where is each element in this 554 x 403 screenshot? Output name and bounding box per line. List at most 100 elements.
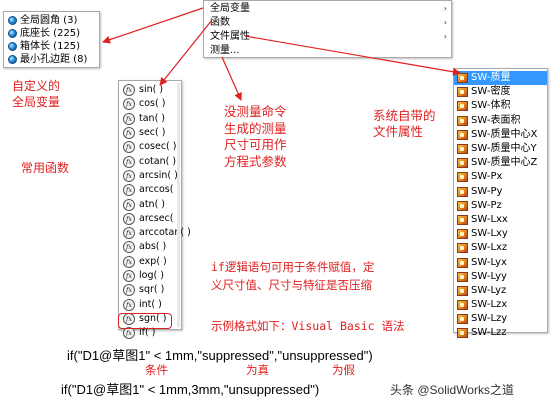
file-property-icon <box>457 328 468 339</box>
file-property-item[interactable]: SW-Lzy <box>454 312 547 326</box>
file-property-icon <box>457 73 468 84</box>
function-icon: fx <box>123 84 135 97</box>
file-property-icon <box>457 214 468 225</box>
function-icon: fx <box>123 98 135 111</box>
file-property-item[interactable]: SW-Lzz <box>454 326 547 340</box>
function-item[interactable]: fx sqr( ) <box>119 283 181 297</box>
file-property-icon <box>457 229 468 240</box>
function-icon: fx <box>123 184 135 197</box>
function-icon: fx <box>123 227 135 240</box>
file-property-icon <box>457 285 468 296</box>
common-functions-note: 常用函数 <box>21 161 70 175</box>
global-var-item[interactable]: 箱体长 (125) <box>8 40 99 53</box>
context-menu-item[interactable]: 全局变量 › <box>204 2 451 16</box>
function-item[interactable]: fx abs( ) <box>119 240 181 254</box>
context-menu-label: 测量... <box>210 45 240 56</box>
file-property-label: SW-Lyz <box>471 284 507 296</box>
global-var-label: 箱体长 (125) <box>20 41 81 52</box>
context-menu-item[interactable]: 文件属性› <box>204 30 451 44</box>
function-item[interactable]: fx cos( ) <box>119 97 181 111</box>
function-label: cos( ) <box>139 98 166 110</box>
file-property-item[interactable]: SW-Pz <box>454 199 547 213</box>
file-property-label: SW-Lzy <box>471 313 508 325</box>
global-var-icon <box>8 29 17 38</box>
function-label: arccotan( ) <box>139 227 191 239</box>
function-icon: fx <box>123 127 135 140</box>
function-item[interactable]: fx arccotan( ) <box>119 226 191 240</box>
file-property-item[interactable]: SW-Lxy <box>454 227 547 241</box>
file-property-item[interactable]: SW-Lyz <box>454 284 547 298</box>
function-item[interactable]: fx sec( ) <box>119 126 181 140</box>
file-property-icon <box>457 186 468 197</box>
file-property-item[interactable]: SW-质量中心Z <box>454 156 547 170</box>
file-property-item[interactable]: SW-质量中心X <box>454 128 547 142</box>
function-label: sqr( ) <box>139 284 165 296</box>
function-icon: fx <box>123 255 135 268</box>
file-property-label: SW-Px <box>471 171 503 183</box>
file-property-icon <box>457 129 468 140</box>
context-menu-list: 全局变量 › 函数›文件属性›测量... <box>204 2 451 58</box>
function-label: cotan( ) <box>139 155 177 167</box>
file-property-icon <box>457 158 468 169</box>
file-property-label: SW-Lzz <box>471 327 507 339</box>
file-property-label: SW-Lyx <box>471 256 507 268</box>
system-props-line2: 文件属性 <box>373 124 424 139</box>
file-property-item[interactable]: SW-表面积 <box>454 114 547 128</box>
function-icon: fx <box>123 141 135 154</box>
arrow-measure <box>221 56 242 101</box>
function-label: arcsec( ) <box>139 212 181 224</box>
file-property-item[interactable]: SW-Lxx <box>454 213 547 227</box>
file-property-item[interactable]: SW-Py <box>454 185 547 199</box>
function-icon: fx <box>123 112 135 125</box>
context-menu-label: 全局变量 <box>210 3 250 14</box>
file-property-item[interactable]: SW-质量中心Y <box>454 142 547 156</box>
file-property-item[interactable]: SW-Lxz <box>454 241 547 255</box>
global-var-item[interactable]: 全局圆角 (3) <box>8 14 99 27</box>
system-props-line1: 系统自带的 <box>373 108 436 123</box>
function-item[interactable]: fx tan( ) <box>119 112 181 126</box>
file-property-icon <box>457 172 468 183</box>
file-property-item[interactable]: SW-Lzx <box>454 298 547 312</box>
file-property-item[interactable]: SW-Lyy <box>454 270 547 284</box>
file-property-item[interactable]: SW-质量 <box>454 71 547 86</box>
file-property-item[interactable]: SW-Px <box>454 170 547 184</box>
function-icon: fx <box>123 241 135 254</box>
function-icon: fx <box>123 198 135 211</box>
global-var-item[interactable]: 最小孔边距 (8) <box>8 53 99 66</box>
label-false: 为假 <box>332 363 355 377</box>
context-menu-item[interactable]: 测量... <box>204 44 451 58</box>
context-menu-label: 文件属性 <box>210 31 250 42</box>
watermark: 头条 @SolidWorks之道 <box>390 383 514 397</box>
function-label: abs( ) <box>139 241 167 253</box>
function-icon: fx <box>123 155 135 168</box>
function-icon: fx <box>123 284 135 297</box>
function-label: sgn( ) <box>139 312 167 324</box>
function-item[interactable]: fx cotan( ) <box>119 154 181 168</box>
context-menu-label: 函数 <box>210 17 230 28</box>
file-property-item[interactable]: SW-Lyx <box>454 255 547 269</box>
file-property-label: SW-Py <box>471 185 503 197</box>
functions-scrollbar[interactable] <box>177 83 180 327</box>
file-property-label: SW-质量中心Z <box>471 157 538 169</box>
file-property-item[interactable]: SW-密度 <box>454 85 547 99</box>
function-label: sec( ) <box>139 127 166 139</box>
context-menu-item[interactable]: 函数› <box>204 16 451 30</box>
submenu-arrow-icon: › <box>443 4 447 13</box>
function-label: tan( ) <box>139 112 165 124</box>
measure-line3: 尺寸可用作 <box>224 137 287 152</box>
file-property-item[interactable]: SW-体积 <box>454 99 547 113</box>
file-property-label: SW-Lxz <box>471 242 508 254</box>
global-var-item[interactable]: 底座长 (225) <box>8 27 99 40</box>
